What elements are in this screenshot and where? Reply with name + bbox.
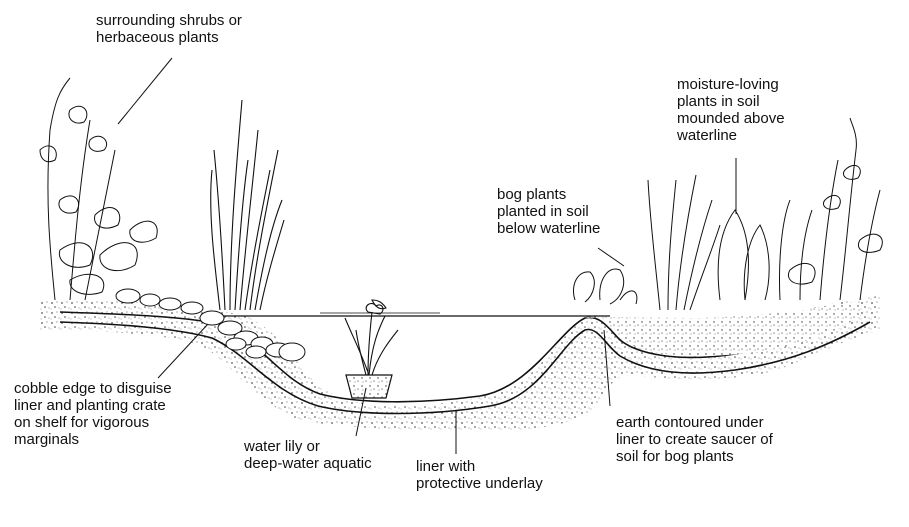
tall-reeds (211, 100, 284, 310)
left-shrubs (40, 78, 157, 300)
label-liner: liner with protective underlay (416, 458, 543, 492)
water-lily (345, 300, 398, 375)
planting-crate (346, 375, 392, 398)
label-bog-plants: bog plants planted in soil below waterli… (497, 186, 600, 237)
right-plants (573, 118, 882, 310)
label-water-lily: water lily or deep-water aquatic (244, 438, 372, 472)
label-cobble-edge: cobble edge to disguise liner and planti… (14, 380, 172, 448)
leader-lines (118, 58, 736, 454)
label-earth-contoured: earth contoured under liner to create sa… (616, 414, 773, 465)
label-moisture-loving-plants: moisture-loving plants in soil mounded a… (677, 76, 785, 144)
label-surrounding-shrubs: surrounding shrubs or herbaceous plants (96, 12, 242, 46)
